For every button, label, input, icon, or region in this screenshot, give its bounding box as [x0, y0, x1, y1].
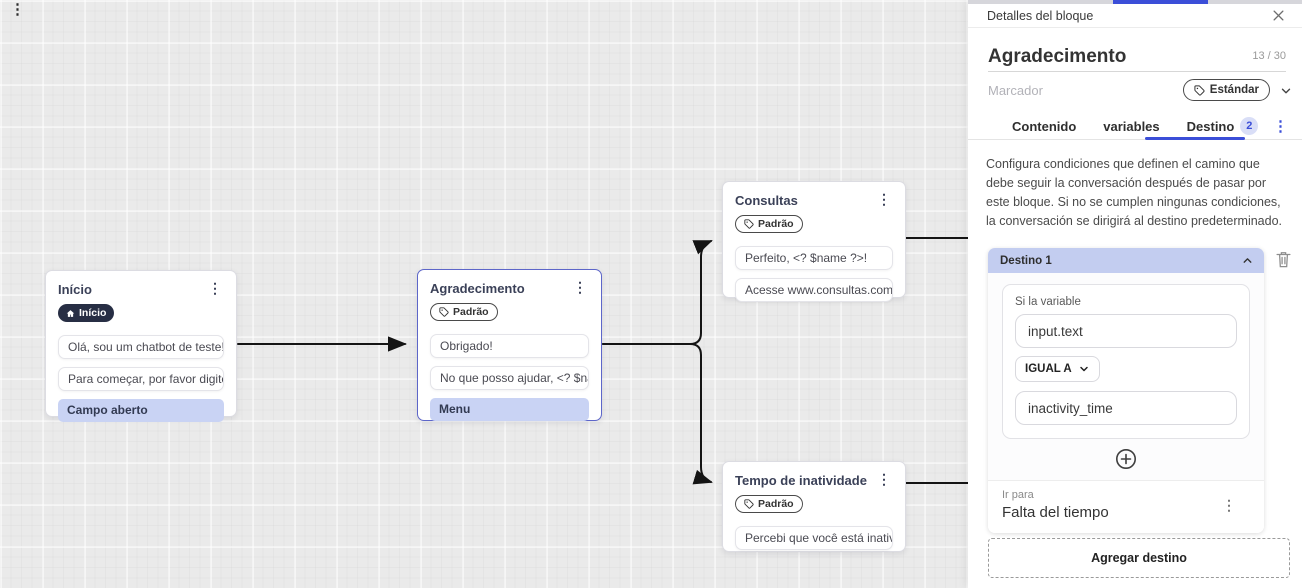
message-row[interactable]: Perfeito, <? $name ?>! [735, 246, 893, 270]
operator-select[interactable]: IGUAL A [1015, 356, 1100, 382]
badge-label: Padrão [758, 498, 794, 510]
condition-label: Si la variable [1015, 296, 1081, 308]
edge-agradecimento-consultas [602, 240, 713, 345]
node-type-badge: Padrão [735, 495, 803, 513]
tag-icon [744, 499, 754, 509]
variable-input[interactable] [1015, 314, 1237, 348]
tabs-separator [968, 139, 1302, 140]
message-row[interactable]: No que posso ajudar, <? $name ... [430, 366, 589, 390]
node-menu-icon[interactable]: ⋮ [573, 279, 587, 295]
destination-card-title: Destino 1 [1000, 254, 1052, 267]
destination-description: Configura condiciones que definen el cam… [986, 157, 1282, 228]
node-title: Início [58, 282, 92, 297]
node-title: Tempo de inatividade [735, 473, 867, 488]
node-menu-icon[interactable]: ⋮ [877, 191, 891, 207]
node-type-badge: Padrão [430, 303, 498, 321]
node-type-badge: Início [58, 304, 115, 322]
marker-value: Estándar [1209, 84, 1259, 96]
destination-card-header[interactable]: Destino 1 [988, 248, 1264, 273]
tag-icon [439, 307, 449, 317]
flow-node-agradecimento[interactable]: Agradecimento ⋮ Padrão Obrigado! No que … [417, 269, 602, 421]
message-row[interactable]: Percebi que você está inativo. C... [735, 526, 893, 550]
add-condition-icon[interactable] [1114, 447, 1138, 471]
chevron-down-icon[interactable] [1279, 84, 1293, 98]
goto-menu-icon[interactable]: ⋮ [1222, 497, 1236, 513]
chevron-down-icon [1079, 366, 1088, 372]
node-menu-icon[interactable]: ⋮ [877, 471, 891, 487]
node-title: Agradecimento [430, 281, 525, 296]
node-type-badge: Padrão [735, 215, 803, 233]
badge-label: Padrão [758, 218, 794, 230]
panel-tabs: Contenido variables Destino 2 [968, 113, 1302, 139]
top-tab-indicator [1113, 0, 1208, 4]
panel-title: Detalles del bloque [987, 9, 1094, 23]
goto-row[interactable]: Ir para Falta del tiempo ⋮ [988, 480, 1264, 533]
char-counter: 13 / 30 [1252, 50, 1286, 62]
node-title: Consultas [735, 193, 798, 208]
block-details-panel: Detalles del bloque Agradecimento 13 / 3… [968, 0, 1302, 588]
tab-destino-label: Destino [1186, 118, 1235, 134]
badge-label: Padrão [453, 306, 489, 318]
action-row[interactable]: Campo aberto [58, 398, 224, 422]
name-underline [988, 71, 1286, 72]
message-row[interactable]: Olá, sou um chatbot de teste! [58, 334, 224, 359]
canvas-menu-icon[interactable]: ⋮ [10, 1, 25, 18]
marker-placeholder[interactable]: Marcador [988, 83, 1043, 98]
message-row[interactable]: Acesse www.consultas.com par... [735, 278, 893, 302]
flow-node-inicio[interactable]: Início ⋮ Início Olá, sou um chatbot de t… [45, 270, 237, 422]
block-name[interactable]: Agradecimento [988, 46, 1127, 67]
compare-value-input[interactable] [1015, 391, 1237, 425]
close-icon[interactable] [1271, 8, 1286, 23]
destination-card: Destino 1 Si la variable IGUAL A Ir para… [988, 248, 1264, 533]
goto-label: Ir para [1002, 489, 1034, 501]
tab-destino[interactable]: Destino 2 [1187, 117, 1259, 135]
trash-icon[interactable] [1275, 250, 1292, 269]
flow-node-tempo-inatividade[interactable]: Tempo de inatividade ⋮ Padrão Percebi qu… [722, 461, 906, 552]
action-row[interactable]: Menu [430, 398, 589, 421]
panel-top-strip [968, 0, 1302, 4]
destino-count-badge: 2 [1240, 117, 1259, 135]
marker-value-pill[interactable]: Estándar [1182, 79, 1270, 101]
node-menu-icon[interactable]: ⋮ [208, 280, 222, 296]
tab-contenido[interactable]: Contenido [1012, 118, 1077, 134]
panel-header: Detalles del bloque [968, 4, 1302, 28]
tag-icon [1194, 84, 1205, 96]
operator-label: IGUAL A [1025, 363, 1072, 375]
condition-card: Si la variable IGUAL A [1002, 284, 1250, 439]
add-destination-button[interactable]: Agregar destino [988, 538, 1290, 578]
message-row[interactable]: Para começar, por favor digite o ... [58, 366, 224, 391]
tab-variables[interactable]: variables [1103, 118, 1160, 134]
goto-value: Falta del tiempo [1002, 504, 1109, 521]
chevron-up-icon[interactable] [1241, 254, 1254, 267]
flow-node-consultas[interactable]: Consultas ⋮ Padrão Perfeito, <? $name ?>… [722, 181, 906, 302]
badge-label: Início [79, 307, 107, 319]
active-tab-underline [1145, 137, 1245, 140]
flow-canvas[interactable]: ⋮ Início ⋮ Início [0, 0, 968, 588]
edge-agradecimento-tempo [602, 343, 713, 485]
home-icon [66, 309, 75, 317]
tag-icon [744, 219, 754, 229]
message-row[interactable]: Obrigado! [430, 334, 589, 358]
tabs-menu-icon[interactable]: ⋮ [1273, 118, 1288, 135]
